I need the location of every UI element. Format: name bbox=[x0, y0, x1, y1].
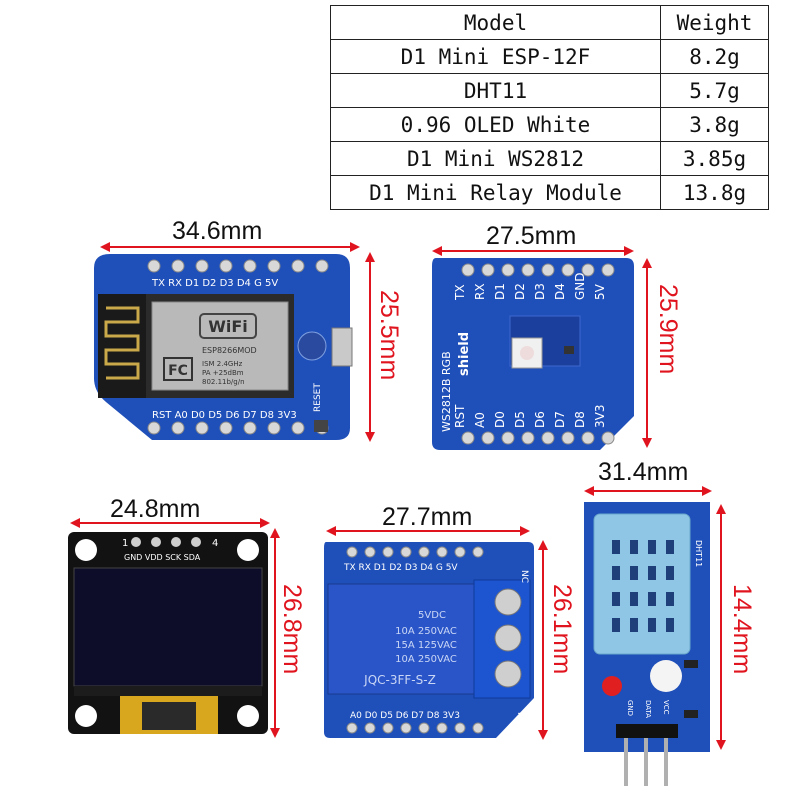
svg-text:D8: D8 bbox=[573, 411, 587, 428]
no-label: NO bbox=[515, 712, 525, 726]
svg-text:D6: D6 bbox=[533, 411, 547, 428]
svg-text:5VDC: 5VDC bbox=[418, 610, 446, 621]
svg-text:TX: TX bbox=[453, 284, 467, 301]
model-cell: DHT11 bbox=[330, 73, 661, 108]
table-row: D1 Mini Relay Module 13.8g bbox=[330, 175, 769, 210]
svg-text:5V: 5V bbox=[593, 283, 607, 300]
svg-text:GND: GND bbox=[573, 272, 587, 300]
header-weight: Weight bbox=[660, 5, 769, 40]
svg-text:D1: D1 bbox=[493, 283, 507, 300]
relay-width-arrow bbox=[326, 526, 530, 536]
oled-pin4: 4 bbox=[212, 538, 218, 549]
model-cell: D1 Mini ESP-12F bbox=[330, 39, 661, 74]
fcc-logo-icon bbox=[163, 357, 193, 381]
model-cell: D1 Mini Relay Module bbox=[330, 175, 661, 210]
svg-text:JQC-3FF-S-Z: JQC-3FF-S-Z bbox=[363, 673, 436, 687]
svg-text:3V3: 3V3 bbox=[593, 405, 607, 428]
oled-screen bbox=[73, 567, 263, 687]
relay-width-label: 27.7mm bbox=[382, 503, 473, 531]
model-cell: D1 Mini WS2812 bbox=[330, 141, 661, 176]
svg-text:FC: FC bbox=[168, 363, 188, 379]
esp-bottom-pins: RST A0 D0 D5 D6 D7 D8 3V3 bbox=[152, 410, 297, 421]
oled-pins: GND VDD SCK SDA bbox=[124, 553, 201, 562]
esp-height-arrow bbox=[365, 252, 375, 442]
svg-text:D4: D4 bbox=[553, 283, 567, 300]
svg-text:D7: D7 bbox=[553, 411, 567, 428]
table-row: 0.96 OLED White 3.8g bbox=[330, 107, 769, 142]
ws2812-height-arrow bbox=[642, 258, 652, 448]
esp12f-board: TX RX D1 D2 D3 D4 G 5V RST A0 D0 D5 D6 D… bbox=[94, 254, 353, 440]
svg-text:D0: D0 bbox=[493, 411, 507, 428]
table-header-row: Model Weight bbox=[330, 5, 769, 40]
relay-icon bbox=[327, 583, 479, 695]
relay-height-arrow bbox=[538, 540, 548, 740]
svg-text:DATA: DATA bbox=[644, 700, 652, 718]
svg-text:PA +25dBm: PA +25dBm bbox=[202, 369, 244, 377]
reset-label: RESET bbox=[313, 383, 323, 412]
svg-text:GND: GND bbox=[626, 700, 634, 716]
dht11-sensor-board: DHT11 GND DATA VCC bbox=[584, 502, 710, 786]
ws2812-width-label: 27.5mm bbox=[486, 222, 577, 250]
svg-text:WiFi: WiFi bbox=[208, 317, 248, 336]
esp-top-pins: TX RX D1 D2 D3 D4 G 5V bbox=[151, 278, 278, 289]
weight-cell: 5.7g bbox=[660, 73, 769, 108]
power-led-icon bbox=[602, 676, 622, 696]
dht-width-label: 31.4mm bbox=[598, 458, 689, 486]
ws2812-label: WS2812B RGB bbox=[440, 351, 453, 432]
table-row: DHT11 5.7g bbox=[330, 73, 769, 108]
model-cell: 0.96 OLED White bbox=[330, 107, 661, 142]
weight-cell: 3.8g bbox=[660, 107, 769, 142]
relay-bottom-pins: A0 D0 D5 D6 D7 D8 3V3 bbox=[350, 711, 460, 721]
ws2812-width-arrow bbox=[432, 246, 634, 256]
oled-pin1: 1 bbox=[122, 538, 128, 549]
oled-height-label: 26.8mm bbox=[278, 584, 306, 675]
esp-width-arrow bbox=[100, 242, 360, 252]
oled-width-arrow bbox=[70, 518, 270, 528]
nc-label: NC bbox=[519, 570, 529, 583]
weight-table: Model Weight D1 Mini ESP-12F 8.2g DHT11 … bbox=[330, 5, 769, 210]
dht-height-arrow bbox=[716, 504, 726, 750]
relay-height-label: 26.1mm bbox=[548, 584, 576, 675]
oled-height-arrow bbox=[270, 528, 280, 738]
svg-text:VCC: VCC bbox=[662, 700, 670, 715]
ws2812-shield-board: TX RX D1 D2 D3 D4 GND 5V RST A0 D0 D5 D6… bbox=[432, 258, 634, 450]
svg-text:10A 250VAC: 10A 250VAC bbox=[395, 654, 457, 665]
relay-module-board: TX RX D1 D2 D3 D4 G 5V A0 D0 D5 D6 D7 D8… bbox=[324, 542, 534, 738]
esp-module-label: ESP8266MOD bbox=[202, 346, 257, 355]
relay-top-pins: TX RX D1 D2 D3 D4 G 5V bbox=[343, 563, 458, 573]
table-row: D1 Mini ESP-12F 8.2g bbox=[330, 39, 769, 74]
dht11-sensor-icon bbox=[593, 513, 691, 655]
esp-width-label: 34.6mm bbox=[172, 217, 263, 245]
dht11-label: DHT11 bbox=[694, 540, 703, 567]
header-model: Model bbox=[330, 5, 661, 40]
svg-text:15A 125VAC: 15A 125VAC bbox=[395, 640, 457, 651]
weight-cell: 13.8g bbox=[660, 175, 769, 210]
svg-text:RST: RST bbox=[453, 404, 467, 428]
reset-button-icon bbox=[314, 420, 328, 432]
weight-cell: 8.2g bbox=[660, 39, 769, 74]
table-row: D1 Mini WS2812 3.85g bbox=[330, 141, 769, 176]
esp-height-label: 25.5mm bbox=[375, 290, 403, 381]
svg-text:ISM 2.4GHz: ISM 2.4GHz bbox=[202, 360, 243, 368]
shield-label: shield bbox=[457, 332, 472, 376]
oled-width-label: 24.8mm bbox=[110, 495, 201, 523]
ws2812-height-label: 25.9mm bbox=[654, 284, 682, 375]
usb-port-icon bbox=[331, 327, 353, 367]
dht-width-arrow bbox=[584, 486, 712, 496]
svg-text:D3: D3 bbox=[533, 283, 547, 300]
svg-text:D5: D5 bbox=[513, 411, 527, 428]
wifi-logo-icon bbox=[199, 313, 257, 339]
svg-text:10A 250VAC: 10A 250VAC bbox=[395, 626, 457, 637]
svg-text:D2: D2 bbox=[513, 283, 527, 300]
svg-text:RX: RX bbox=[473, 283, 487, 300]
svg-text:A0: A0 bbox=[473, 412, 487, 428]
oled-display-board: 1 4 GND VDD SCK SDA bbox=[68, 532, 268, 734]
svg-text:802.11b/g/n: 802.11b/g/n bbox=[202, 378, 245, 386]
weight-cell: 3.85g bbox=[660, 141, 769, 176]
dht-height-label: 14.4mm bbox=[728, 584, 756, 675]
